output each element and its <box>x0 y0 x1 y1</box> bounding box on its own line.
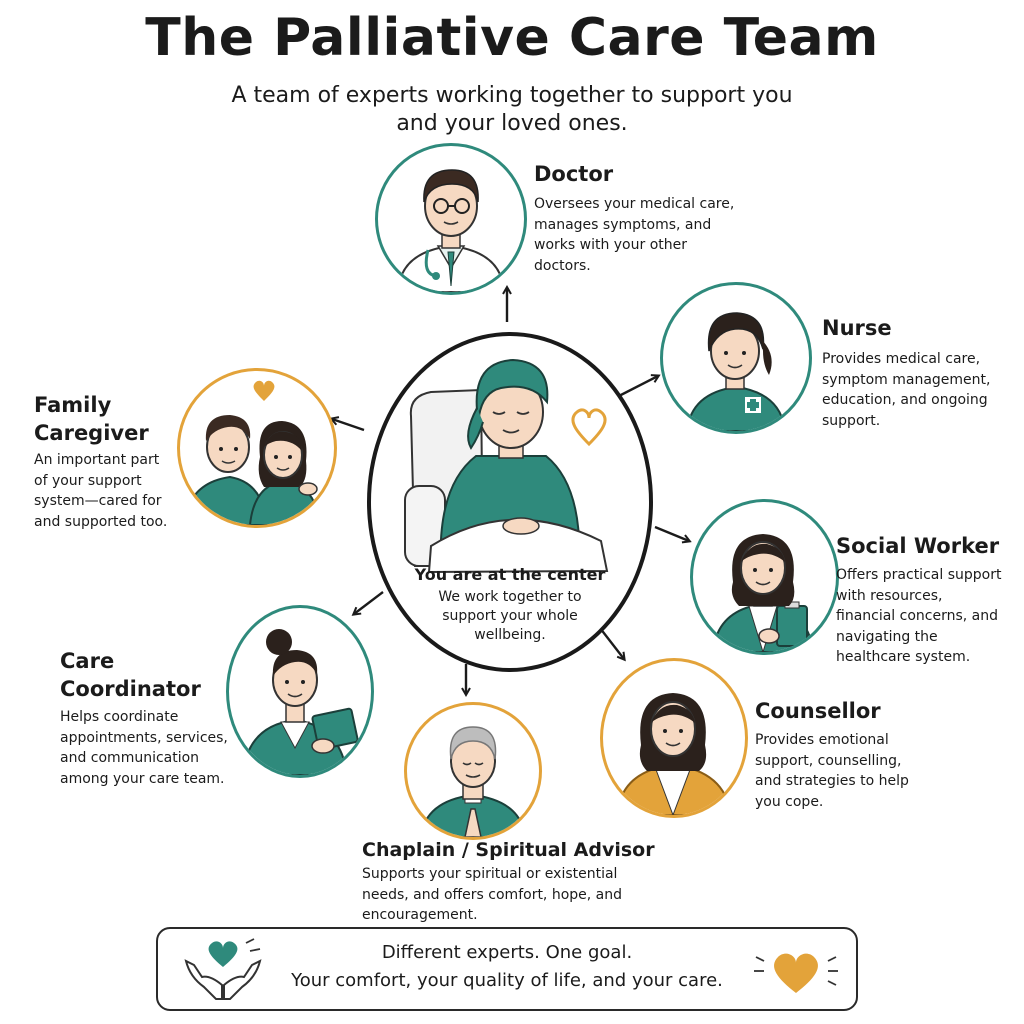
heart-icon <box>754 953 838 993</box>
social-worker-title: Social Worker <box>836 534 1000 558</box>
doctor-portrait <box>375 143 527 295</box>
nurse-illustration <box>685 312 787 431</box>
footer-banner: Different experts. One goal. Your comfor… <box>156 927 858 1011</box>
social-worker-description: Offers practical support with resources,… <box>836 567 1002 665</box>
family-caregiver-portrait <box>177 368 337 528</box>
center-heading: You are at the center <box>414 565 606 584</box>
doctor-title: Doctor <box>534 162 614 186</box>
page-title: The Palliative Care Team <box>145 8 879 68</box>
doctor-illustration <box>396 169 506 292</box>
care-coordinator-portrait <box>226 605 374 778</box>
family-caregiver-illustration <box>182 380 322 525</box>
nurse-title: Nurse <box>822 316 892 340</box>
chaplain-portrait <box>404 702 542 840</box>
counsellor-title: Counsellor <box>755 699 881 723</box>
chaplain-description: Supports your spiritual or existential n… <box>362 866 623 923</box>
nurse-portrait <box>660 282 812 434</box>
patient-illustration <box>404 358 609 574</box>
center-text: We work together to support your whole w… <box>438 589 582 643</box>
care-coordinator-illustration <box>241 629 359 775</box>
hands-holding-heart-icon <box>184 938 262 1000</box>
counsellor-description: Provides emotional support, counselling,… <box>755 732 909 810</box>
nurse-description: Provides medical care, symptom managemen… <box>822 351 991 429</box>
page-subtitle: A team of experts working together to su… <box>231 83 793 136</box>
arrow-to-family <box>332 419 365 432</box>
chaplain-illustration <box>419 726 527 837</box>
care-coordinator-title: Care Coordinator <box>60 649 201 701</box>
care-coordinator-description: Helps coordinate appointments, services,… <box>60 709 228 787</box>
footer-line-1: Different experts. One goal. <box>381 942 633 963</box>
family-caregiver-title: Family Caregiver <box>34 393 149 445</box>
patient-center-circle: You are at the center We work together t… <box>367 332 653 672</box>
doctor-description: Oversees your medical care, manages symp… <box>534 196 735 274</box>
counsellor-illustration <box>615 693 733 815</box>
social-worker-illustration <box>711 534 815 652</box>
counsellor-portrait <box>600 658 748 818</box>
social-worker-portrait <box>690 499 839 655</box>
family-caregiver-description: An important part of your support system… <box>34 452 168 530</box>
chaplain-title: Chaplain / Spiritual Advisor <box>362 839 655 861</box>
arrow-to-social-worker <box>654 525 689 541</box>
footer-line-2: Your comfort, your quality of life, and … <box>291 970 723 991</box>
